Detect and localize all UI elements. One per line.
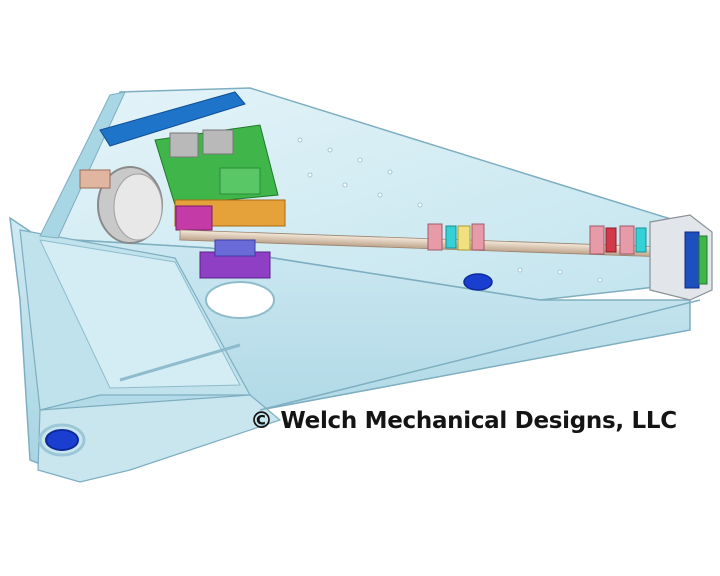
collar-mid-1 [427,223,443,251]
collar-right-2 [605,227,617,253]
magenta-bracket [175,205,213,231]
end-motor-blue-face [684,231,700,289]
collar-mid-2 [445,225,457,249]
collar-right-3 [619,225,635,255]
copyright-watermark: © Welch Mechanical Designs, LLC [250,408,677,434]
end-motor-green-face [698,235,708,285]
foot-hole-rim [38,423,86,457]
optical-disk-face [113,173,163,241]
pcb-connector-b [202,129,234,155]
pcb-connector-a [169,132,199,158]
disk-mount [79,169,111,189]
collar-mid-3 [457,225,471,251]
mid-plate-hole [463,273,493,291]
collar-right-1 [589,225,605,255]
pcb-chip [219,167,261,195]
bottom-foot [37,394,282,483]
blue-rail [99,91,246,147]
rib-line-2 [259,299,701,411]
collar-mid-4 [471,223,485,251]
foot-mounting-hole [45,429,79,451]
collar-right-4 [635,227,647,253]
plate-screw-holes [297,137,603,283]
left-web-shade [39,239,241,389]
rib-line-1 [119,343,241,382]
purple-carriage-top [214,239,256,257]
plate-cutout [205,281,275,319]
